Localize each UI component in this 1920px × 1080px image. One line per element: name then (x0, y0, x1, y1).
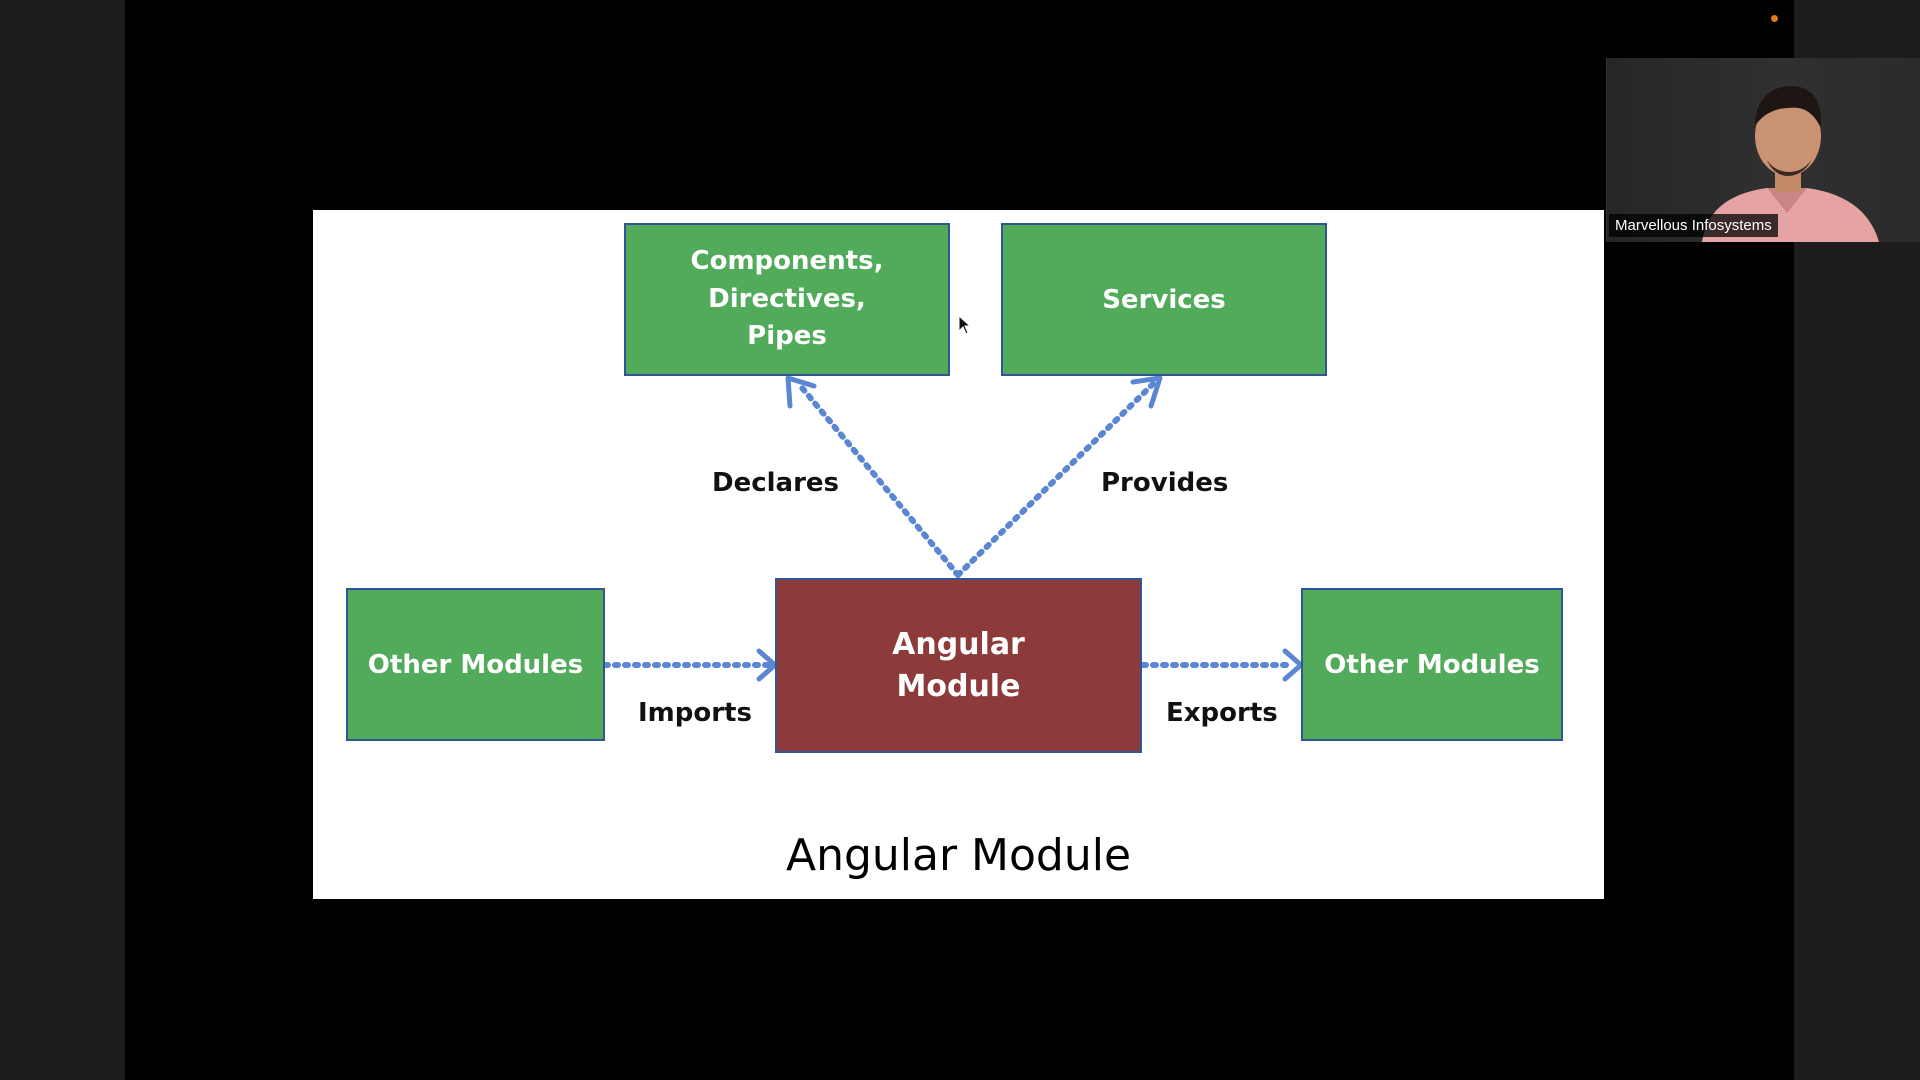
components-directives-pipes-box: Components, Directives, Pipes (624, 223, 950, 376)
services-box-label: Services (1102, 284, 1226, 315)
recording-indicator-icon (1771, 15, 1778, 22)
other-modules-left-box: Other Modules (346, 588, 605, 741)
mouse-cursor-icon (958, 315, 972, 335)
slide-caption: Angular Module (785, 830, 1132, 881)
services-box: Services (1001, 223, 1327, 376)
participant-name: Marvellous Infosystems (1609, 214, 1778, 237)
participant-video-tile[interactable]: Marvellous Infosystems (1606, 58, 1920, 242)
angular-module-box: Angular Module (775, 578, 1142, 753)
provides-label: Provides (1101, 468, 1229, 498)
participant-avatar (1702, 86, 1879, 242)
arrows-layer (602, 375, 1304, 682)
provides-arrowhead (1130, 375, 1163, 409)
left-margin (0, 0, 125, 1080)
declares-arrowhead (785, 375, 817, 409)
declares-label: Declares (712, 468, 840, 498)
angular-module-box-label: Angular Module (892, 626, 1025, 704)
imports-label: Imports (638, 698, 752, 728)
exports-label: Exports (1166, 698, 1278, 728)
components-box-label: Components, Directives, Pipes (690, 245, 884, 352)
other-modules-right-box: Other Modules (1301, 588, 1563, 741)
other-modules-left-label: Other Modules (367, 649, 584, 680)
declares-arrow-line (795, 380, 961, 578)
other-modules-right-label: Other Modules (1324, 649, 1540, 680)
provides-arrow-line (955, 380, 1157, 578)
slide: Components, Directives, Pipes Services A… (313, 210, 1604, 899)
